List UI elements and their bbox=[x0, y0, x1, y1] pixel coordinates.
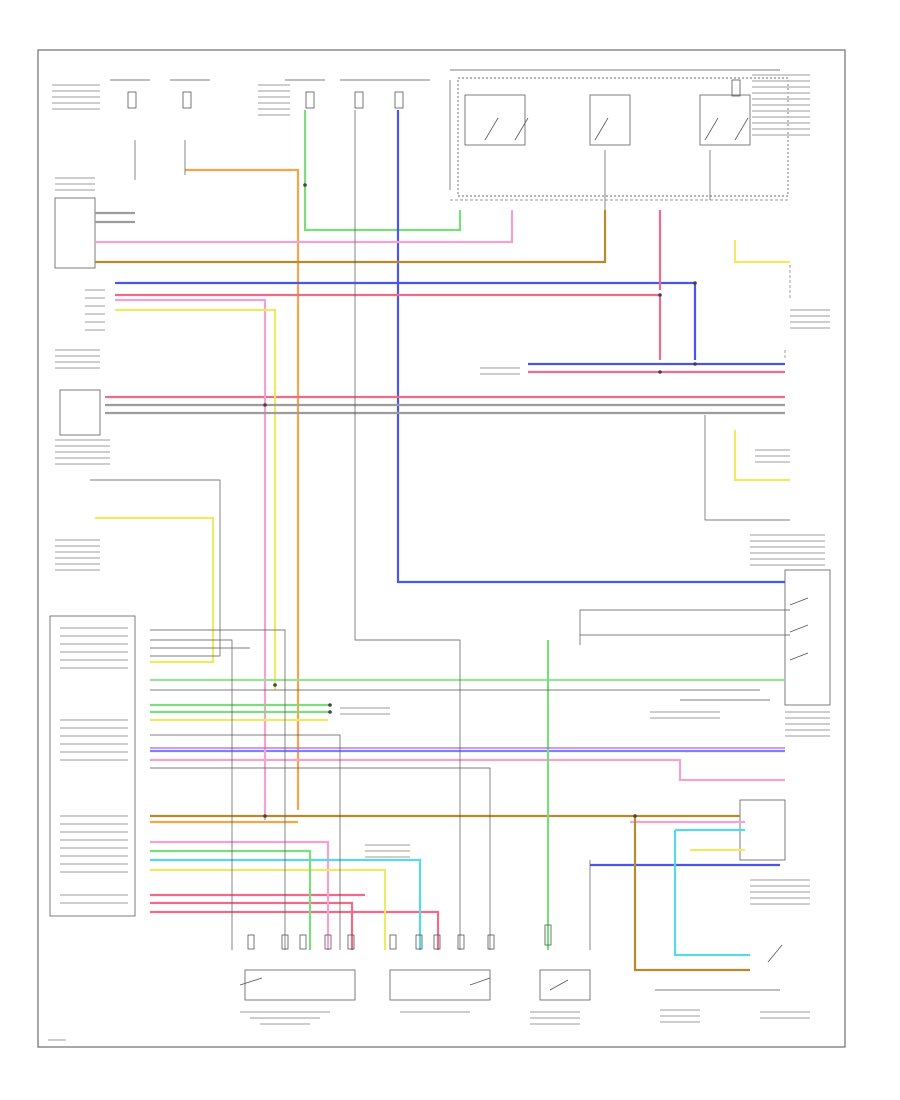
wire-brown bbox=[633, 816, 750, 972]
fuse-icon bbox=[182, 91, 192, 109]
climate-control-unit-box bbox=[49, 615, 136, 917]
wire-red bbox=[150, 901, 354, 950]
diagram-border bbox=[37, 49, 846, 1048]
splice-points bbox=[263, 183, 697, 818]
wire-yellow bbox=[733, 430, 790, 482]
blower-motor-box bbox=[739, 799, 786, 861]
wire-pink bbox=[95, 210, 514, 244]
fuse-symbols bbox=[110, 69, 780, 109]
wire-yellow bbox=[95, 516, 215, 664]
recirc-motor-box bbox=[389, 969, 491, 1001]
dashed-lines bbox=[450, 199, 791, 360]
wire-red bbox=[150, 910, 440, 950]
wire-cyan bbox=[150, 858, 422, 950]
wire-pink bbox=[150, 758, 785, 782]
component-outlines bbox=[49, 77, 831, 1001]
wires bbox=[95, 110, 790, 972]
wire-yellow bbox=[150, 868, 387, 950]
wire-pink bbox=[150, 840, 330, 950]
ambient-sensor-box bbox=[59, 389, 101, 436]
relay-contacts bbox=[239, 117, 809, 991]
fuse-icon bbox=[394, 91, 404, 109]
wire-blue bbox=[396, 110, 785, 584]
wire-brown bbox=[95, 210, 607, 264]
air-mix-motor-box bbox=[539, 969, 591, 1001]
wire-orange bbox=[185, 168, 300, 810]
relay-bank-box bbox=[457, 77, 789, 197]
wire-red bbox=[115, 293, 662, 360]
label-marks bbox=[48, 74, 830, 1041]
wire-pink bbox=[115, 298, 267, 820]
thin-wires bbox=[90, 80, 790, 991]
mode-motor-box bbox=[244, 969, 356, 1001]
wire-lightgreen bbox=[150, 849, 312, 950]
fuse-icon bbox=[127, 91, 137, 109]
connector-pins bbox=[247, 924, 552, 950]
wire-yellow bbox=[115, 308, 277, 690]
fuse-icon bbox=[731, 79, 741, 97]
rear-control-box bbox=[784, 569, 831, 706]
wire-yellow bbox=[733, 240, 790, 264]
wire-green bbox=[303, 110, 462, 232]
fuse-icon bbox=[305, 91, 315, 109]
front-actuator-box bbox=[54, 197, 96, 269]
relay-2-box bbox=[589, 94, 631, 146]
relay-3-box bbox=[699, 94, 751, 146]
wire-cyan bbox=[673, 830, 750, 957]
relay-1-box bbox=[464, 94, 526, 146]
fuse-icon bbox=[354, 91, 364, 109]
